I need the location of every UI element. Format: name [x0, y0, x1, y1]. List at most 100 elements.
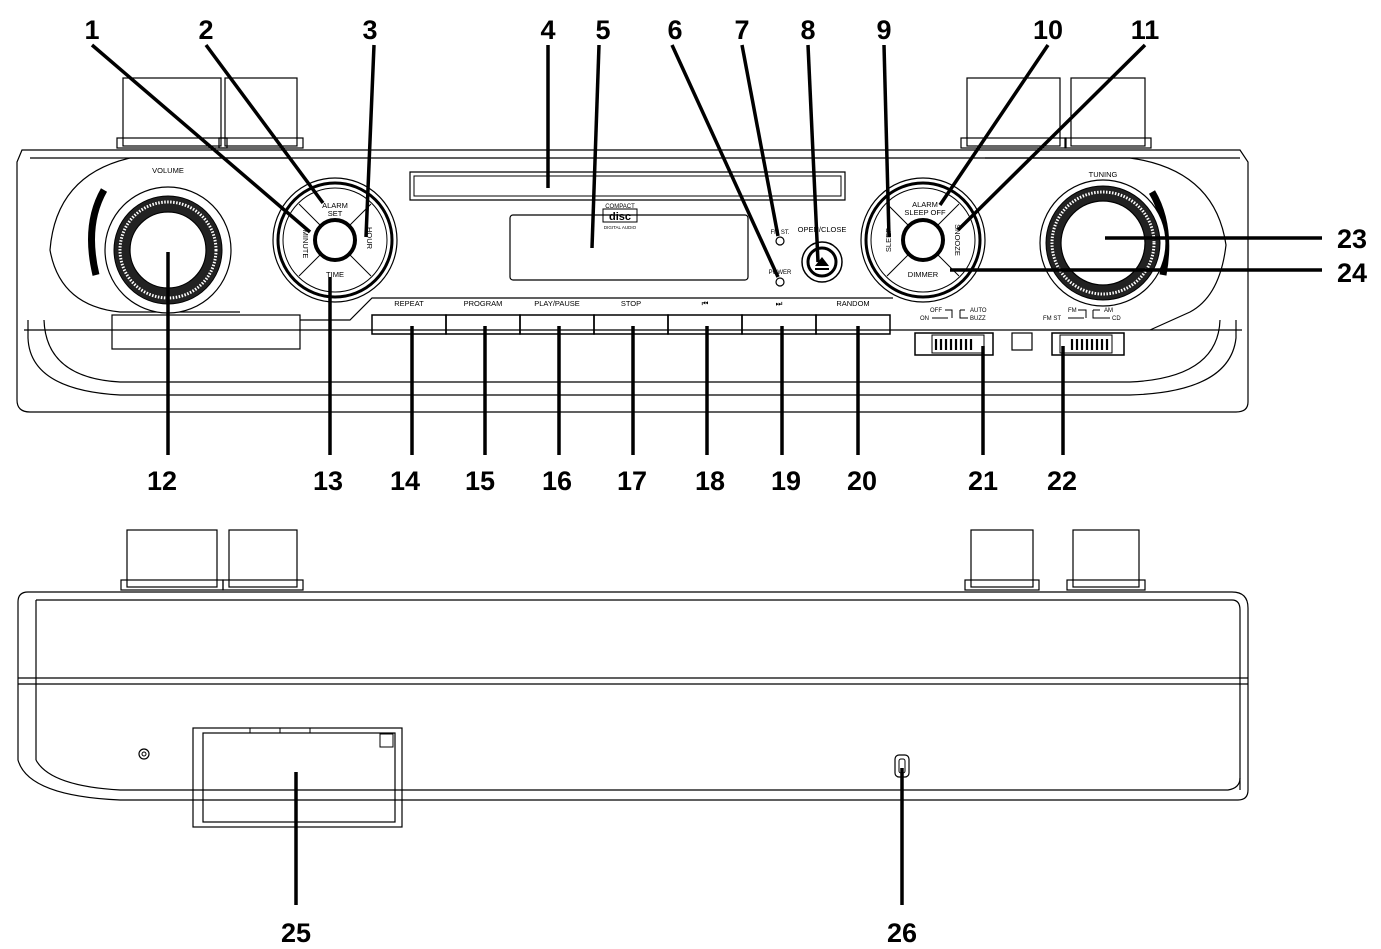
svg-text:⏮: ⏮ [702, 299, 709, 308]
svg-text:PROGRAM: PROGRAM [464, 299, 503, 308]
callout-4: 4 [540, 15, 555, 45]
callout-23: 23 [1337, 224, 1367, 254]
volume-label-plate [111, 314, 301, 350]
alarm-set-button[interactable]: ALARM SET [322, 201, 348, 218]
band-switch-group: FM FM ST AM CD [1043, 308, 1125, 356]
svg-text:ALARM: ALARM [912, 200, 938, 209]
underside-mounting-posts [120, 529, 1146, 591]
callout-leaders-right [950, 236, 1322, 272]
callout-18: 18 [695, 466, 725, 496]
svg-text:ALARM: ALARM [322, 201, 348, 210]
open-close-button[interactable] [801, 241, 843, 283]
alarm-dial-group: ALARM SLEEP OFF SLEEP SNOOZE DIMMER [860, 177, 986, 303]
callout-12: 12 [147, 466, 177, 496]
svg-text:POWER: POWER [769, 270, 792, 276]
front-panel-view: VOLUME ALARM SET MINUTE HOUR TIME [16, 15, 1367, 496]
underside-body [17, 591, 1249, 801]
play-pause-button[interactable] [519, 314, 595, 335]
tuning-knob-group: TUNING [985, 157, 1227, 331]
callout-19: 19 [771, 466, 801, 496]
time-button[interactable]: TIME [326, 270, 344, 279]
svg-text:RANDOM: RANDOM [836, 299, 869, 308]
svg-text:⏭: ⏭ [776, 299, 783, 308]
volume-knob-group: VOLUME [49, 157, 301, 350]
minute-button[interactable]: MINUTE [301, 230, 310, 259]
volume-knob[interactable] [104, 186, 232, 314]
screw-hole [138, 748, 150, 760]
callout-leaders-bottom [166, 252, 1065, 455]
eject-icon [815, 257, 829, 266]
svg-text:AUTO: AUTO [970, 308, 987, 314]
next-button[interactable] [741, 314, 817, 335]
callout-11: 11 [1131, 15, 1160, 45]
svg-text:CD: CD [1112, 316, 1121, 322]
tuning-knob[interactable] [1039, 179, 1167, 307]
svg-text:REPEAT: REPEAT [394, 299, 424, 308]
svg-text:ON: ON [920, 316, 929, 322]
callout-6: 6 [667, 15, 682, 45]
callout-26: 26 [887, 918, 917, 948]
callout-5: 5 [595, 15, 610, 45]
svg-text:AM: AM [1104, 308, 1113, 314]
callout-21: 21 [968, 466, 998, 496]
callout-22: 22 [1047, 466, 1077, 496]
alarm-mode-switch[interactable] [914, 332, 994, 356]
callout-7: 7 [734, 15, 749, 45]
band-switch[interactable] [1051, 332, 1125, 356]
random-button[interactable] [815, 314, 891, 335]
fm-st-indicator [775, 236, 785, 246]
dimmer-button[interactable]: DIMMER [908, 270, 939, 279]
callout-17: 17 [617, 466, 647, 496]
svg-text:PLAY/PAUSE: PLAY/PAUSE [534, 299, 580, 308]
clock-dial-group: ALARM SET MINUTE HOUR TIME [272, 177, 398, 303]
callout-1: 1 [84, 15, 99, 45]
callout-2: 2 [198, 15, 213, 45]
stop-button[interactable] [593, 314, 669, 335]
callout-9: 9 [876, 15, 891, 45]
svg-text:FM ST: FM ST [1043, 316, 1061, 322]
svg-text:SET: SET [328, 209, 343, 218]
callout-3: 3 [362, 15, 377, 45]
alarm-mode-switch-group: OFF ON AUTO BUZZ [914, 308, 994, 356]
open-close-label: OPEN/CLOSE [798, 225, 847, 234]
svg-text:COMPACT: COMPACT [605, 204, 635, 210]
callout-20: 20 [847, 466, 877, 496]
snooze-button[interactable]: SNOOZE [953, 224, 962, 256]
callout-24: 24 [1337, 258, 1367, 288]
callout-numbers-top: 1 2 3 4 5 6 7 8 9 10 11 [84, 15, 1159, 45]
compact-disc-logo: COMPACT disc DIGITAL AUDIO [602, 204, 638, 230]
svg-text:DIGITAL AUDIO: DIGITAL AUDIO [604, 225, 637, 230]
previous-button[interactable] [667, 314, 743, 335]
svg-text:BUZZ: BUZZ [970, 316, 986, 322]
callout-16: 16 [542, 466, 572, 496]
svg-text:OFF: OFF [930, 308, 942, 314]
repeat-button[interactable] [371, 314, 447, 335]
callout-leaders-top [90, 43, 1147, 278]
callout-leaders-underside [294, 768, 904, 905]
svg-text:STOP: STOP [621, 299, 641, 308]
lcd-display [509, 214, 749, 281]
sensor-window [1011, 332, 1033, 351]
svg-text:disc: disc [609, 211, 631, 223]
callout-numbers-bottom: 12 13 14 15 16 17 18 19 20 21 22 [147, 466, 1077, 496]
svg-text:FM ST.: FM ST. [771, 230, 790, 236]
transport-button-row: REPEAT PROGRAM PLAY/PAUSE STOP ⏮ ⏭ RANDO… [300, 297, 893, 335]
svg-text:FM: FM [1068, 308, 1077, 314]
callout-10: 10 [1033, 15, 1063, 45]
tuning-label: TUNING [1089, 170, 1118, 179]
alarm-sleep-off-button[interactable]: ALARM SLEEP OFF [904, 200, 946, 217]
program-button[interactable] [445, 314, 521, 335]
underside-view: 25 26 [17, 529, 1249, 948]
volume-label: VOLUME [152, 166, 184, 175]
callout-8: 8 [800, 15, 815, 45]
callout-13: 13 [313, 466, 343, 496]
mounting-posts [116, 77, 1152, 149]
hour-button[interactable]: HOUR [365, 227, 374, 250]
callout-14: 14 [390, 466, 420, 496]
cd-section: COMPACT disc DIGITAL AUDIO FM ST. POWER … [409, 171, 847, 287]
callout-numbers-right: 23 24 [1337, 224, 1367, 288]
sleep-button[interactable]: SLEEP [884, 228, 893, 252]
power-indicator [775, 277, 785, 287]
svg-text:SLEEP OFF: SLEEP OFF [904, 208, 946, 217]
